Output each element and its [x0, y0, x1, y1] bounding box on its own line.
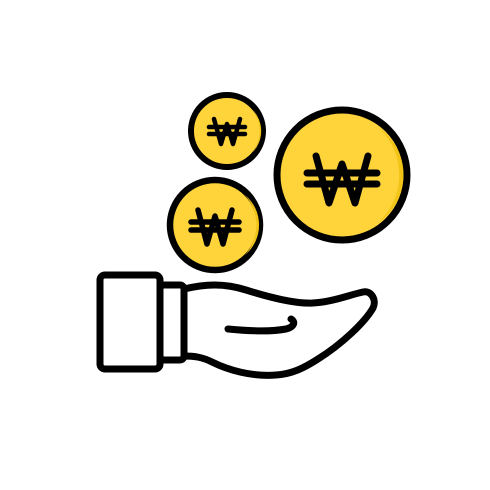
won-icon: [303, 152, 381, 207]
sleeve-cuff: [96, 271, 164, 373]
coin-large-right: [273, 106, 411, 244]
coin-medium-left: [166, 176, 264, 274]
coin-small-top: [188, 92, 266, 170]
hand-icon: [96, 271, 378, 379]
won-icon: [188, 207, 242, 247]
wrist: [156, 281, 188, 364]
thumb: [224, 315, 298, 335]
won-icon: [206, 116, 248, 147]
